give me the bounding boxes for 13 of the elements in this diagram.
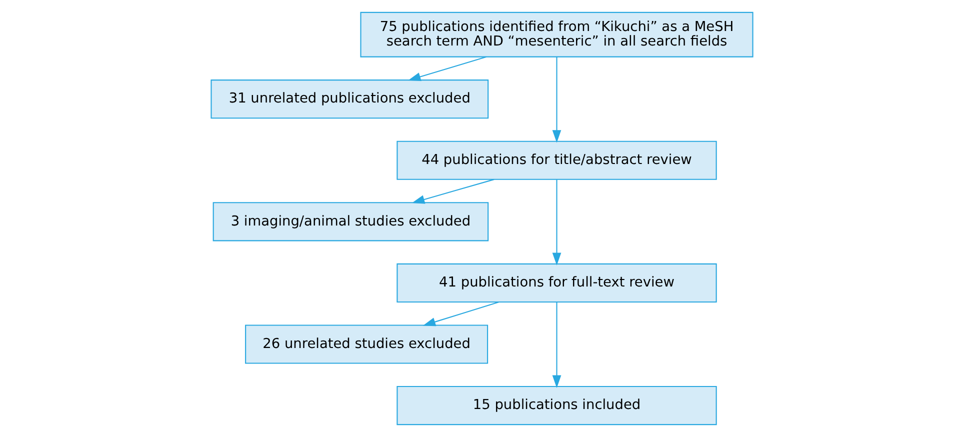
arrow — [552, 56, 562, 143]
node-box: 15 publications included — [396, 386, 717, 426]
arrow — [552, 180, 562, 266]
arrow — [422, 302, 499, 326]
arrow — [412, 178, 494, 204]
node-box: 26 unrelated studies excluded — [245, 324, 488, 364]
node-box: 41 publications for full-text review — [396, 263, 717, 302]
arrow — [408, 56, 486, 82]
node-box: 31 unrelated publications excluded — [210, 80, 489, 119]
node-box: 44 publications for title/abstract review — [396, 140, 717, 180]
node-box: 3 imaging/animal studies excluded — [212, 202, 489, 242]
arrow — [552, 302, 562, 388]
node-box: 75 publications identified from “Kikuchi” as a MeSH search term AND “mesenteric” in all search fields — [360, 12, 754, 58]
